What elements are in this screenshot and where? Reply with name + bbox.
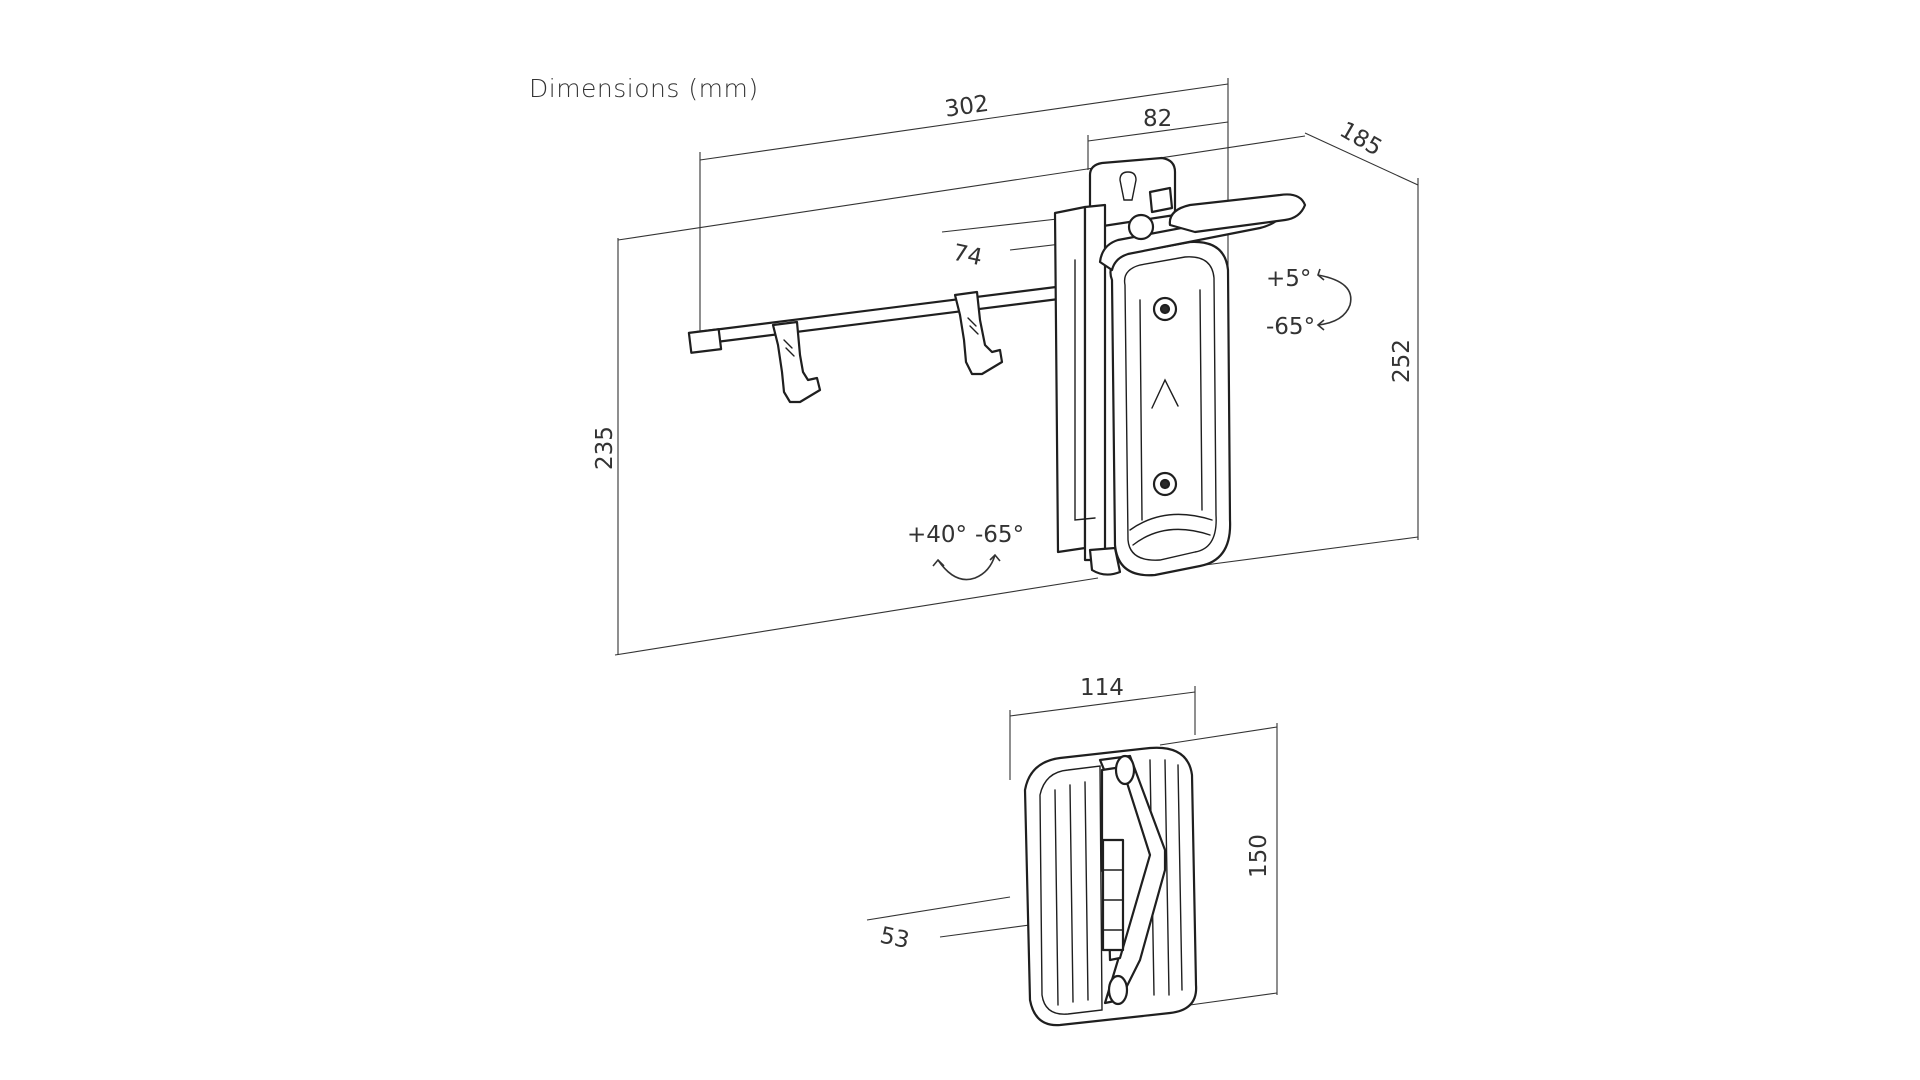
tilt-up-label: +5° xyxy=(1266,266,1311,292)
bar-hook-1 xyxy=(771,320,822,404)
arm-offset-label: 82 xyxy=(1143,106,1172,132)
hook-depth-label: 53 xyxy=(878,923,912,955)
bar-hook-2 xyxy=(953,290,1004,376)
overall-length-label: 302 xyxy=(943,91,990,123)
body-height-label: 252 xyxy=(1389,339,1415,383)
dimension-lines xyxy=(614,78,1419,656)
bar-offset-label: 74 xyxy=(951,240,985,272)
depth-label: 185 xyxy=(1335,117,1386,161)
swivel-left-label: +40° xyxy=(907,522,967,548)
tilt-rotation-arrow xyxy=(1316,268,1352,331)
hanging-bar xyxy=(687,283,1077,354)
swivel-right-label: -65° xyxy=(975,522,1024,548)
support-arm xyxy=(1098,186,1307,272)
wall-plate xyxy=(1053,156,1177,576)
hook-width-label: 114 xyxy=(1080,675,1124,701)
hook-module xyxy=(1023,746,1198,1027)
tilt-down-label: -65° xyxy=(1266,314,1315,340)
hook-height-label: 150 xyxy=(1246,834,1272,878)
diagram-heading: Dimensions (mm) xyxy=(529,74,759,103)
bracket-height-label: 235 xyxy=(592,426,618,470)
swivel-rotation-arrow xyxy=(932,553,1001,581)
mount-body xyxy=(1109,240,1232,577)
